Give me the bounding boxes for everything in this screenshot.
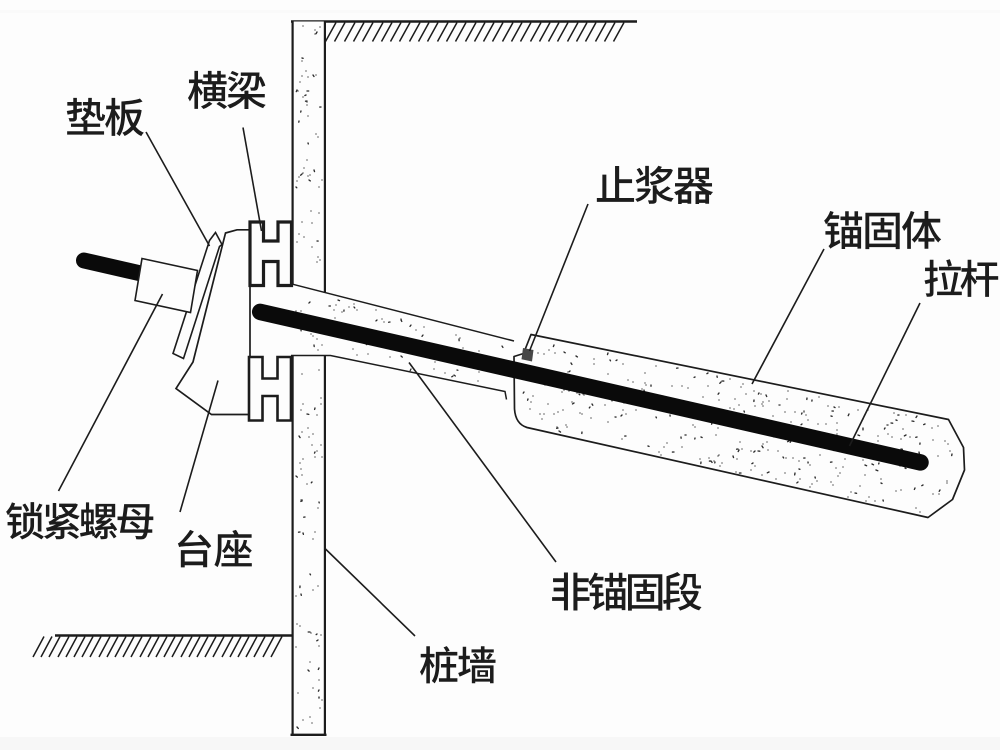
leader-line-pedestal [179, 380, 219, 513]
label-pile-wall [324, 548, 496, 684]
ground-surface-bottom [32, 634, 292, 658]
lock-nut-block [134, 257, 199, 314]
leader-line-pile-wall [324, 548, 416, 637]
pedestal-shape [174, 228, 251, 416]
anchor-body-outline [513, 333, 966, 519]
label-backing-plate [66, 97, 211, 247]
label-lock-nut [6, 293, 164, 540]
pile-wall [290, 21, 327, 736]
label-grout-stop [528, 165, 714, 352]
bottom-edge-band [0, 737, 1000, 750]
top-edge-band [0, 10, 1000, 13]
label-free-length [408, 362, 702, 611]
leader-line-cross-beam [242, 127, 263, 232]
leader-line-backing-plate [145, 131, 211, 247]
cross-beam-lower [247, 355, 293, 422]
label-tie-rod [848, 259, 999, 447]
hatch-top [324, 22, 625, 42]
hatch-bottom [32, 636, 283, 658]
label-cross-beam [187, 70, 266, 232]
wall-stipple [295, 25, 323, 730]
ground-surface-top [291, 20, 637, 42]
callout-labels [6, 70, 999, 684]
backing-plate-shape [172, 231, 224, 360]
wall-edges [291, 21, 326, 735]
label-anchor-body [751, 210, 942, 385]
grout-stopper-element [521, 348, 534, 362]
tie-rod-stub [76, 252, 149, 282]
tie-rod-main [251, 303, 929, 471]
leader-line-tie-rod [848, 302, 921, 447]
anchor-head-assembly [134, 220, 294, 422]
tie-rod [76, 252, 929, 471]
leader-line-free-length [408, 362, 557, 563]
leader-line-anchor-body [751, 248, 825, 385]
label-pedestal [177, 380, 252, 568]
leader-line-lock-nut [57, 293, 164, 492]
leader-line-grout-stop [528, 203, 589, 352]
cross-beam-upper [248, 220, 294, 288]
channel-top-line [292, 283, 515, 342]
